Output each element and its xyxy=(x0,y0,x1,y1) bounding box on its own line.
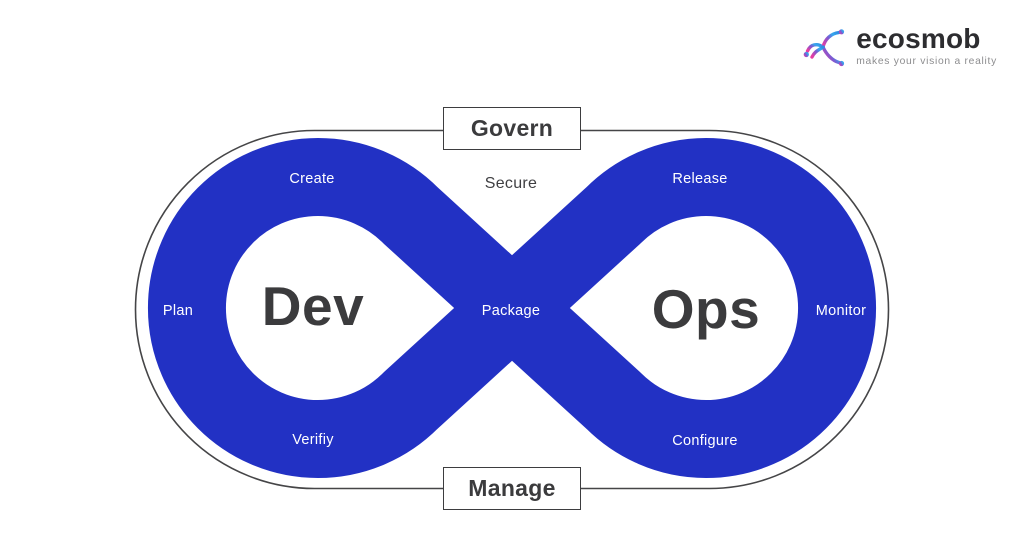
manage-box: Manage xyxy=(443,467,581,510)
stage-release: Release xyxy=(672,171,728,187)
stage-plan: Plan xyxy=(162,303,194,319)
govern-box: Govern xyxy=(443,107,581,150)
stage-configure: Configure xyxy=(672,433,738,449)
stage-create: Create xyxy=(289,171,335,187)
ecosmob-logo: ecosmob makes your vision a reality xyxy=(801,21,997,71)
stage-secure: Secure xyxy=(484,175,538,192)
stage-verify: Verifiy xyxy=(292,432,334,448)
dev-title: Dev xyxy=(261,275,365,337)
ops-title: Ops xyxy=(651,278,761,340)
stage-monitor: Monitor xyxy=(815,303,867,319)
stage-package: Package xyxy=(481,303,541,319)
logo-brand-text: ecosmob xyxy=(856,22,981,54)
ecosmob-logo-icon xyxy=(803,29,845,67)
infinity-ribbon xyxy=(148,138,876,478)
logo-tagline-text: makes your vision a reality xyxy=(856,55,997,67)
